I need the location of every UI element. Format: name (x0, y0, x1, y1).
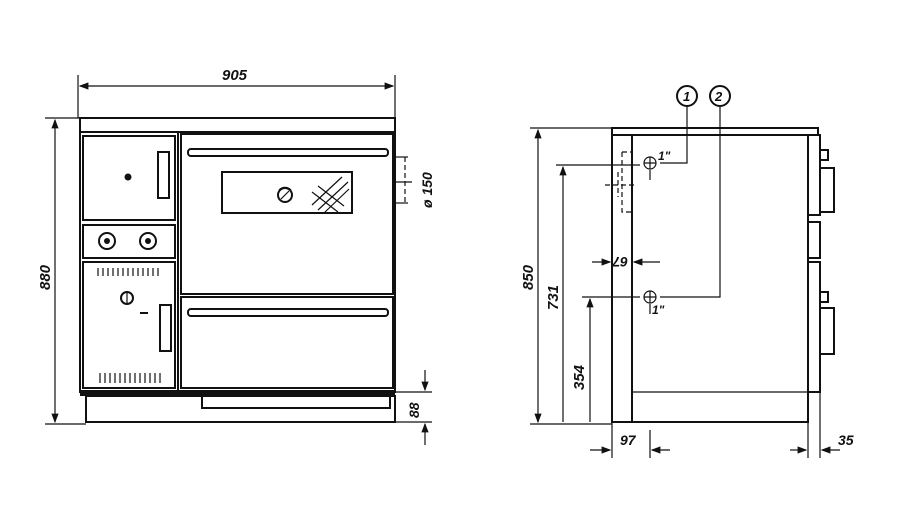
flue-diameter: ø 150 (419, 172, 435, 208)
marker-circle (676, 85, 698, 107)
door-handle (157, 151, 170, 199)
front-profile (808, 134, 821, 393)
side-view: 1" 1 1" 2 850 731 354 67 97 (520, 85, 854, 458)
oven-handle (187, 148, 389, 157)
oven-handle-profile (820, 149, 835, 213)
top-plate (611, 127, 819, 136)
depth-offset-dimension: 97 (620, 432, 637, 448)
width-dimension: 905 (222, 67, 248, 84)
plinth-dimension: 88 (406, 402, 422, 418)
dial-icon (139, 232, 157, 250)
thermometer-icon (277, 187, 293, 203)
front-view: 905 880 88 ø 150 (37, 67, 435, 445)
connection-2-size: 1" (652, 303, 665, 317)
glass-hatch (311, 176, 350, 214)
connection-2-marker: 2 (714, 89, 723, 104)
vent-bottom (99, 373, 161, 383)
air-knob-icon (120, 291, 134, 305)
connection-2-height: 354 (571, 364, 588, 390)
wall-offset-dimension: 67 (611, 254, 628, 270)
oven-window (221, 171, 353, 214)
plinth-strip (80, 390, 395, 396)
oven-door (180, 133, 394, 295)
side-body (611, 134, 809, 423)
firebox-door (82, 135, 176, 221)
side-height-dimension: 850 (520, 264, 537, 290)
ash-door-handle (159, 304, 172, 352)
flue-outlet (605, 151, 635, 213)
stove-body (79, 117, 396, 393)
ash-door (82, 261, 176, 389)
control-panel (82, 224, 176, 259)
drawer-handle-profile (820, 291, 835, 355)
marker-circle (709, 85, 731, 107)
height-dimension: 880 (37, 264, 54, 290)
knob-icon (124, 173, 132, 181)
dial-icon (98, 232, 116, 250)
foot-drawer (201, 395, 391, 409)
vent-top (97, 268, 159, 276)
drawer (180, 296, 394, 389)
connection-2: 1" 2 (643, 85, 731, 317)
connection-1-size: 1" (658, 149, 671, 163)
connection-1-height: 731 (545, 285, 562, 310)
right-offset-dimension: 35 (838, 432, 854, 448)
connection-1-marker: 1 (683, 89, 690, 104)
drawer-handle (187, 308, 389, 317)
connection-1: 1" 1 (643, 85, 698, 180)
